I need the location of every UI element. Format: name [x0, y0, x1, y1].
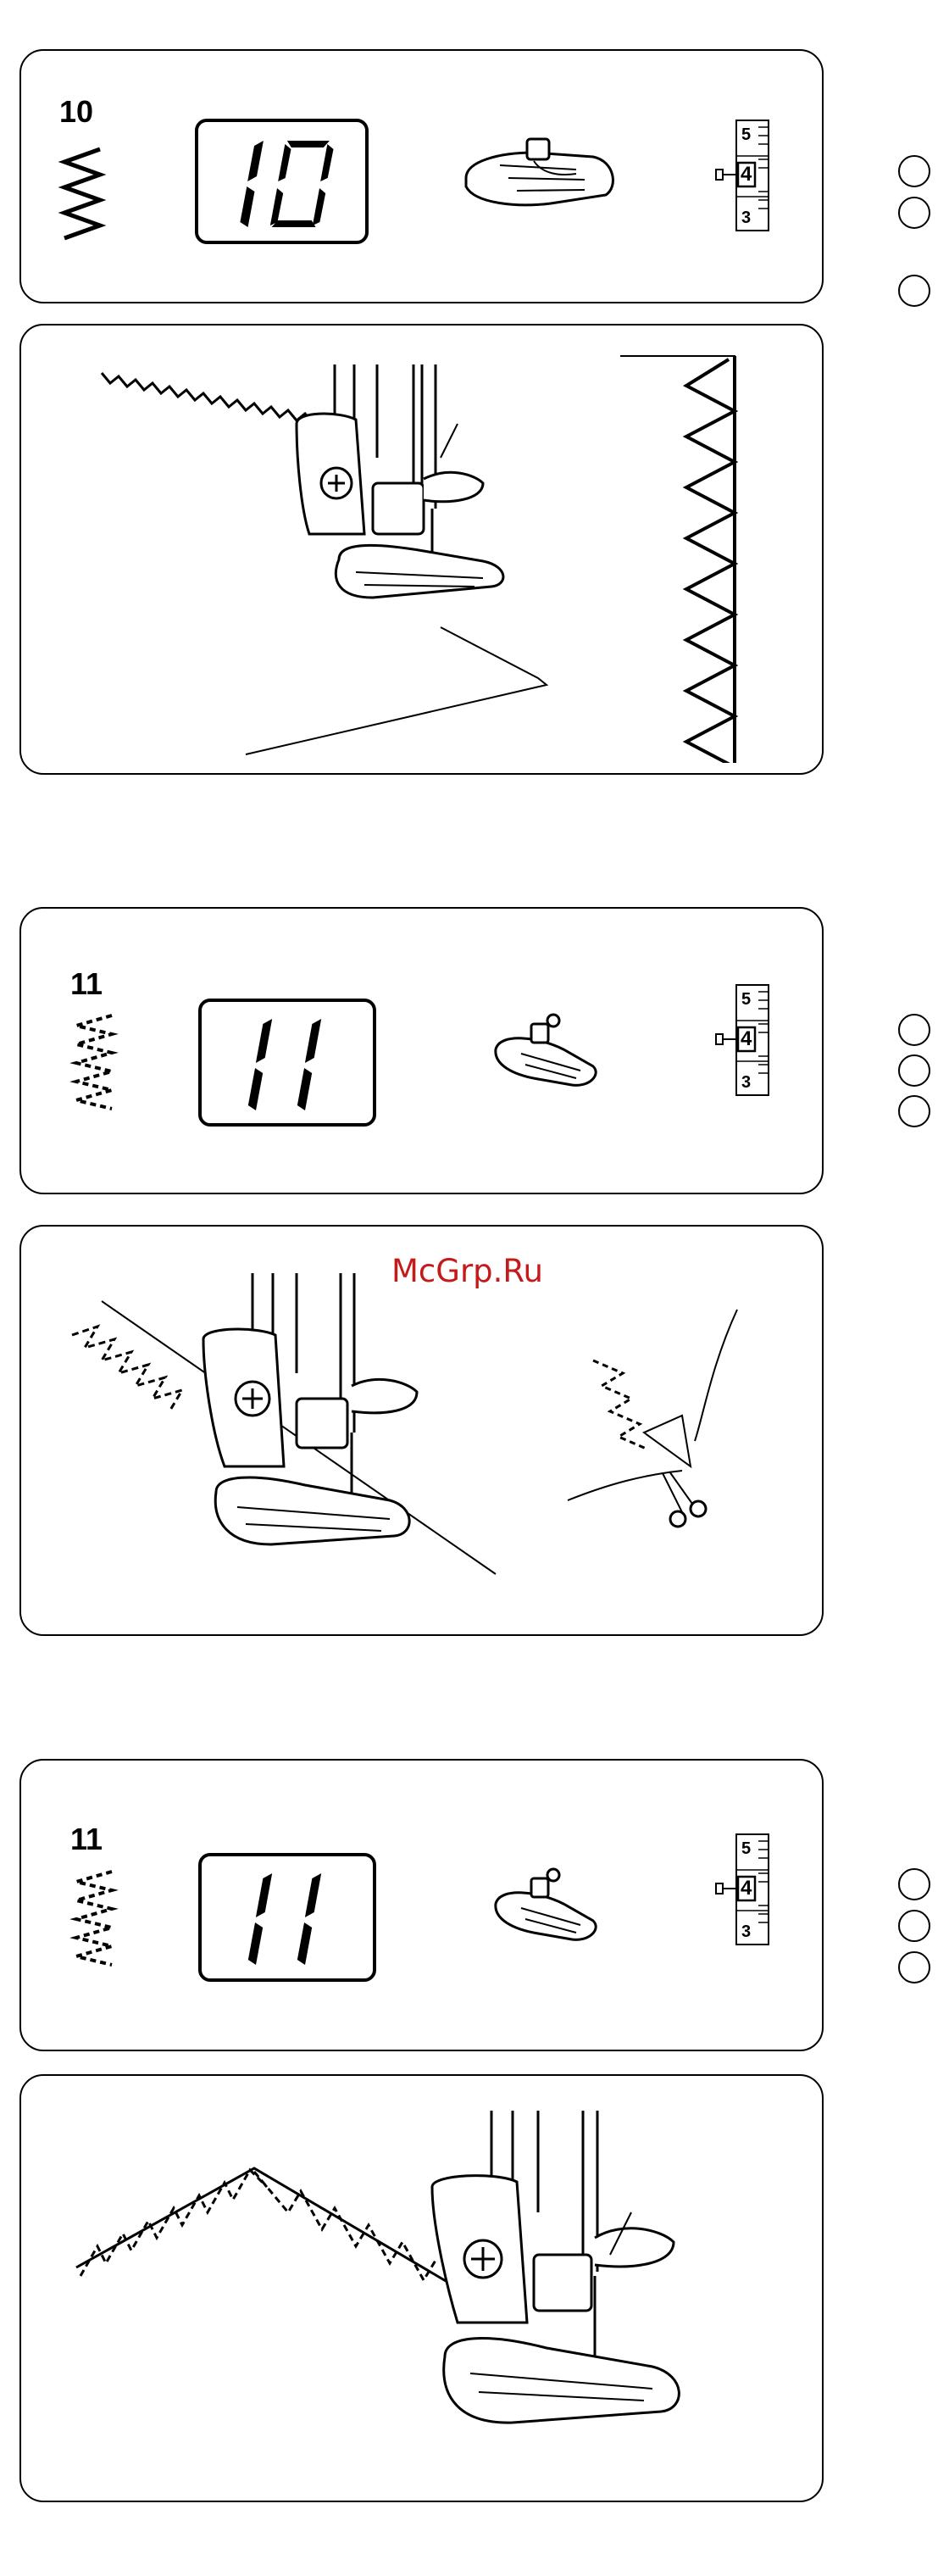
settings-panel-3: [19, 1759, 824, 2051]
tear-repair-illustration: [51, 1271, 796, 1619]
presser-foot-icon: [487, 1861, 606, 1955]
step-circle-icon: [898, 1868, 930, 1900]
step-circle-icon: [898, 1014, 930, 1046]
scale-tick-5: 5: [741, 1839, 751, 1859]
scale-tick-3: 3: [741, 1073, 751, 1093]
reinforcement-illustration: [59, 2094, 796, 2492]
step-circle-icon: [898, 1054, 930, 1087]
pattern-number-3: 11: [70, 1824, 103, 1855]
stitch-display-1: [195, 119, 369, 244]
presser-foot-icon: [449, 127, 627, 220]
scale-tick-3: 3: [741, 209, 751, 228]
stitch-display-2: [198, 999, 376, 1127]
step-circle-icon: [898, 155, 930, 187]
step-circle-icon: [898, 275, 930, 307]
multi-step-zigzag-icon: [68, 1865, 119, 1975]
scale-tick-4: 4: [741, 1027, 752, 1051]
scale-tick-5: 5: [741, 990, 751, 1010]
step-circle-icon: [898, 197, 930, 229]
presser-foot-icon: [487, 1007, 606, 1100]
scale-tick-3: 3: [741, 1922, 751, 1942]
scale-tick-4: 4: [741, 1877, 752, 1900]
step-circle-icon: [898, 1951, 930, 1983]
settings-panel-1: [19, 49, 824, 303]
pattern-number-1: 10: [59, 97, 93, 127]
stitch-length-scale-3: 5 4 3: [714, 1833, 774, 1951]
step-circle-icon: [898, 1095, 930, 1127]
step-circle-icon: [898, 1910, 930, 1942]
scale-tick-4: 4: [741, 163, 752, 186]
stitch-display-3: [198, 1853, 376, 1982]
settings-panel-2: [19, 907, 824, 1194]
scale-tick-5: 5: [741, 125, 751, 145]
multi-step-zigzag-icon: [68, 1009, 119, 1119]
zigzag-stitch-icon: [58, 141, 108, 251]
stitch-length-scale-1: 5 4 3: [714, 119, 774, 237]
overcast-illustration: [85, 339, 796, 763]
pattern-number-2: 11: [70, 969, 103, 999]
stitch-length-scale-2: 5 4 3: [714, 983, 774, 1102]
